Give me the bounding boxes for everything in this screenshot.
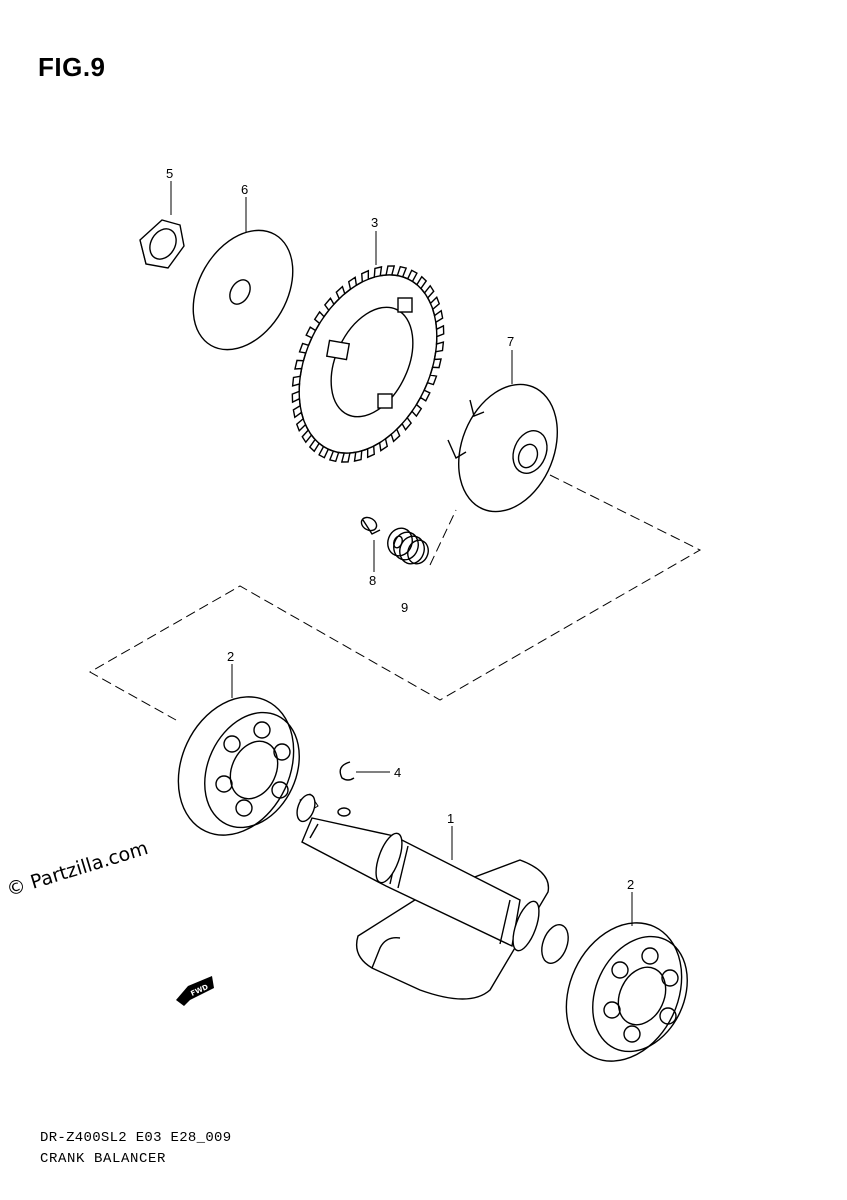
part-7-hub[interactable] (441, 370, 576, 527)
callout-2a: 2 (227, 649, 234, 664)
fwd-arrow-icon: FWD (176, 976, 214, 1006)
part-9-spring[interactable] (384, 525, 432, 568)
assembly-line-upper (429, 509, 457, 566)
callout-6: 6 (241, 182, 248, 197)
callout-2b: 2 (627, 877, 634, 892)
callout-5: 5 (166, 166, 173, 181)
part-4-key[interactable] (339, 761, 355, 781)
footer-title: CRANK BALANCER (40, 1151, 167, 1167)
callout-1: 1 (447, 811, 454, 826)
part-8-pin[interactable] (359, 515, 381, 535)
callout-8: 8 (369, 573, 376, 588)
assembly-line-lower (88, 474, 702, 721)
part-2-bearing-left[interactable] (157, 678, 318, 854)
footer-code: DR-Z400SL2 E03 E28_009 (40, 1130, 232, 1146)
part-5-nut[interactable] (139, 219, 185, 269)
part-6-washer[interactable] (173, 213, 313, 368)
callout-3: 3 (371, 215, 378, 230)
figure-title: FIG.9 (38, 52, 106, 82)
part-1-balancer-shaft[interactable] (294, 792, 573, 1000)
callout-7: 7 (507, 334, 514, 349)
part-3-gear[interactable] (272, 253, 464, 476)
part-2-bearing-right[interactable] (545, 904, 706, 1080)
callout-4: 4 (394, 765, 401, 780)
callout-9: 9 (401, 600, 408, 615)
